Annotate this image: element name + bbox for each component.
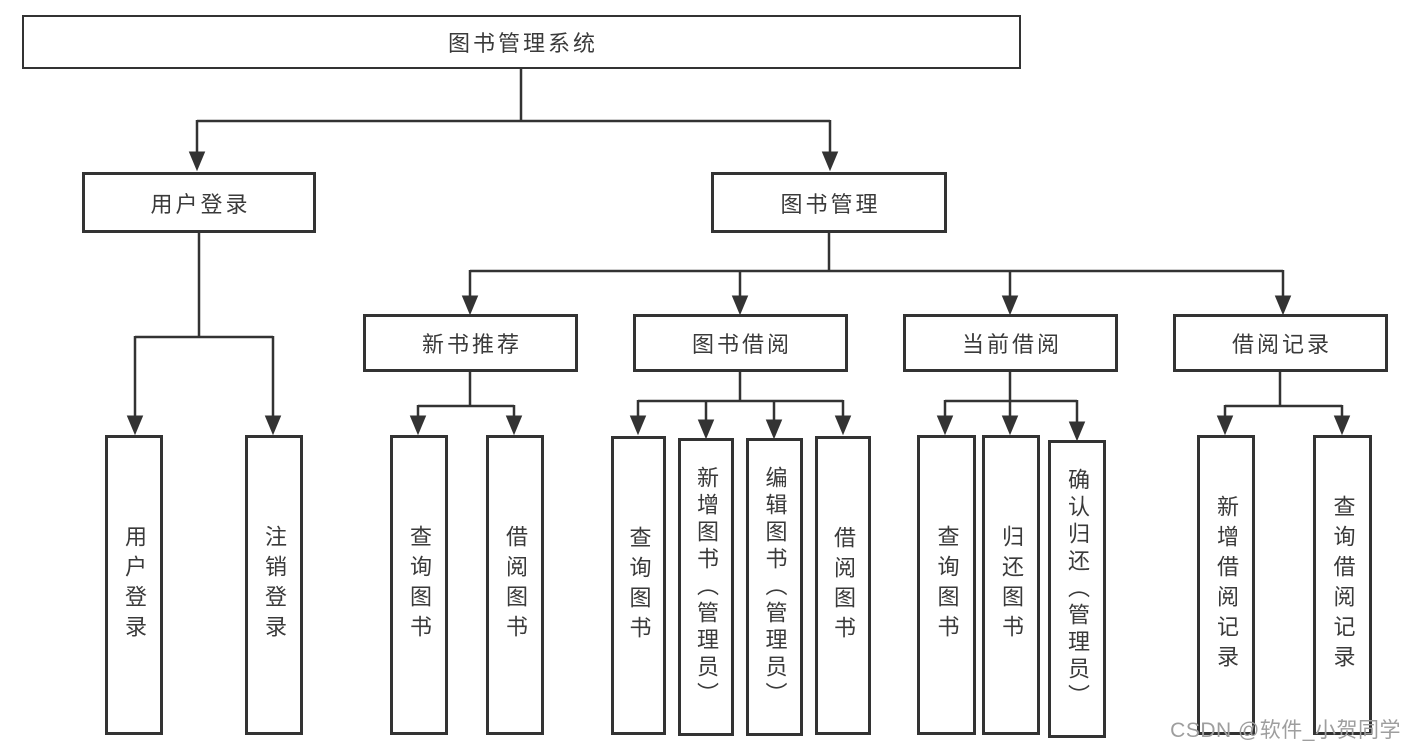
node-root: 图书管理系统 <box>22 15 1021 69</box>
leaf-query-book-current: 查询图书 <box>917 435 976 735</box>
leaf-borrow-book-label: 借阅图书 <box>831 525 856 646</box>
watermark: CSDN @软件_小贺同学 <box>1170 719 1401 742</box>
leaf-edit-book-label: 编辑图书（管理员） <box>762 465 788 709</box>
leaf-edit-book: 编辑图书（管理员） <box>746 438 803 736</box>
node-book-management-label: 图书管理 <box>780 191 881 217</box>
leaf-user-login-label: 用户登录 <box>122 525 147 645</box>
node-root-label: 图书管理系统 <box>447 31 598 56</box>
node-current-borrow: 当前借阅 <box>903 314 1118 372</box>
leaf-logout: 注销登录 <box>245 435 303 735</box>
node-new-book-recommend: 新书推荐 <box>363 314 578 372</box>
leaf-borrow-book-recommend-label: 借阅图书 <box>503 525 528 645</box>
leaf-query-book-recommend: 查询图书 <box>390 435 448 735</box>
node-user-login-label: 用户登录 <box>150 191 251 217</box>
leaf-confirm-return: 确认归还（管理员） <box>1048 440 1106 738</box>
leaf-return-book-label: 归还图书 <box>999 525 1024 645</box>
leaf-query-borrow-record-label: 查询借阅记录 <box>1330 495 1356 675</box>
leaf-query-book-current-label: 查询图书 <box>934 525 960 645</box>
leaf-confirm-return-label: 确认归还（管理员） <box>1065 467 1090 711</box>
node-borrow-records: 借阅记录 <box>1173 314 1388 372</box>
leaf-add-book-label: 新增图书（管理员） <box>694 465 719 709</box>
node-book-management: 图书管理 <box>711 172 947 233</box>
leaf-user-login: 用户登录 <box>105 435 163 735</box>
leaf-query-book-borrow: 查询图书 <box>611 436 666 735</box>
leaf-query-book-borrow-label: 查询图书 <box>626 525 652 646</box>
leaf-borrow-book-recommend: 借阅图书 <box>486 435 544 735</box>
arrowheads <box>126 151 1351 442</box>
leaf-borrow-book: 借阅图书 <box>815 436 871 735</box>
leaf-add-borrow-record: 新增借阅记录 <box>1197 435 1255 735</box>
leaf-query-borrow-record: 查询借阅记录 <box>1313 435 1372 735</box>
leaf-add-borrow-record-label: 新增借阅记录 <box>1214 495 1239 675</box>
node-book-borrow-label: 图书借阅 <box>691 332 792 357</box>
node-user-login: 用户登录 <box>82 172 316 233</box>
leaf-return-book: 归还图书 <box>982 435 1040 735</box>
node-current-borrow-label: 当前借阅 <box>961 332 1062 357</box>
leaf-add-book: 新增图书（管理员） <box>678 438 734 736</box>
leaf-logout-label: 注销登录 <box>262 525 287 645</box>
node-borrow-records-label: 借阅记录 <box>1231 332 1332 357</box>
node-new-book-recommend-label: 新书推荐 <box>421 332 522 357</box>
node-book-borrow: 图书借阅 <box>633 314 848 372</box>
leaf-query-book-recommend-label: 查询图书 <box>407 525 432 645</box>
